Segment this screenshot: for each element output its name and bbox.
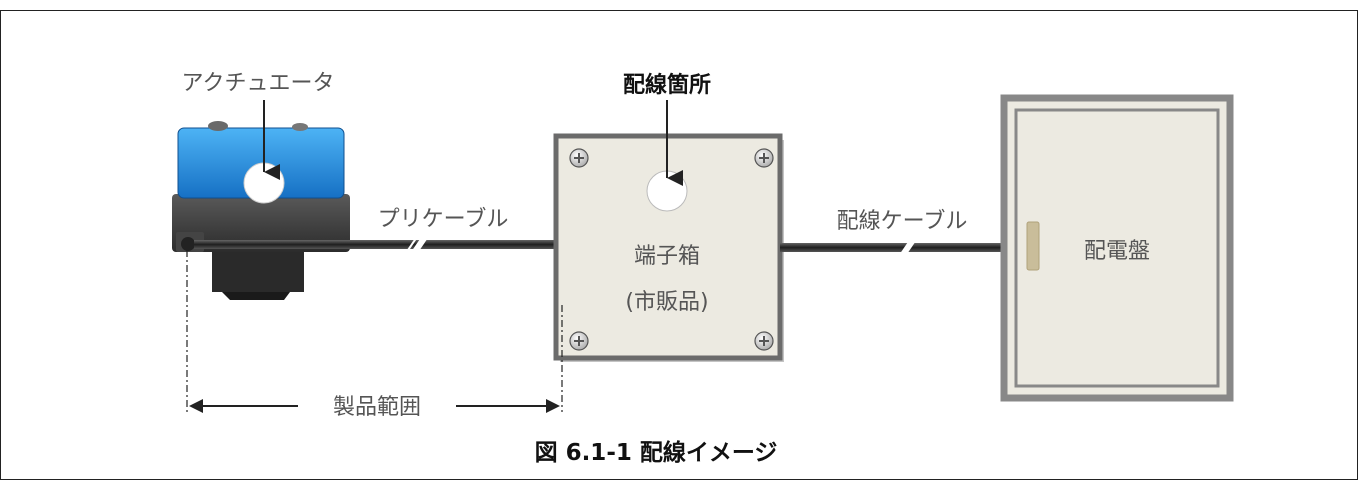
pre-cable	[194, 240, 558, 249]
wiring-cable-label: 配線ケーブル	[837, 209, 968, 234]
panel-door-handle	[1026, 221, 1040, 271]
distribution-panel	[1000, 94, 1234, 402]
actuator-bracket	[212, 250, 304, 292]
panel-label: 配電盤	[1084, 239, 1150, 264]
cable-gland	[181, 237, 195, 251]
product-range-label: 製品範囲	[333, 395, 421, 420]
actuator-label: アクチュエータ	[182, 71, 335, 96]
figure-caption: 図 6.1-1 配線イメージ	[535, 439, 778, 466]
screw-icon	[754, 148, 774, 168]
screw-icon	[569, 331, 589, 351]
wiring-point-label: 配線箇所	[623, 72, 711, 98]
terminal-box-note: (市販品)	[625, 290, 708, 315]
screw-icon	[569, 148, 589, 168]
screw-icon	[754, 331, 774, 351]
actuator-base	[172, 194, 350, 252]
wiring-cable	[780, 243, 1008, 252]
wiring-cable-break-mark	[897, 235, 918, 261]
actuator	[172, 121, 350, 300]
pre-cable-label: プリケーブル	[378, 207, 509, 232]
pre-cable-break-mark	[409, 232, 430, 258]
terminal-box-label: 端子箱	[634, 244, 700, 269]
